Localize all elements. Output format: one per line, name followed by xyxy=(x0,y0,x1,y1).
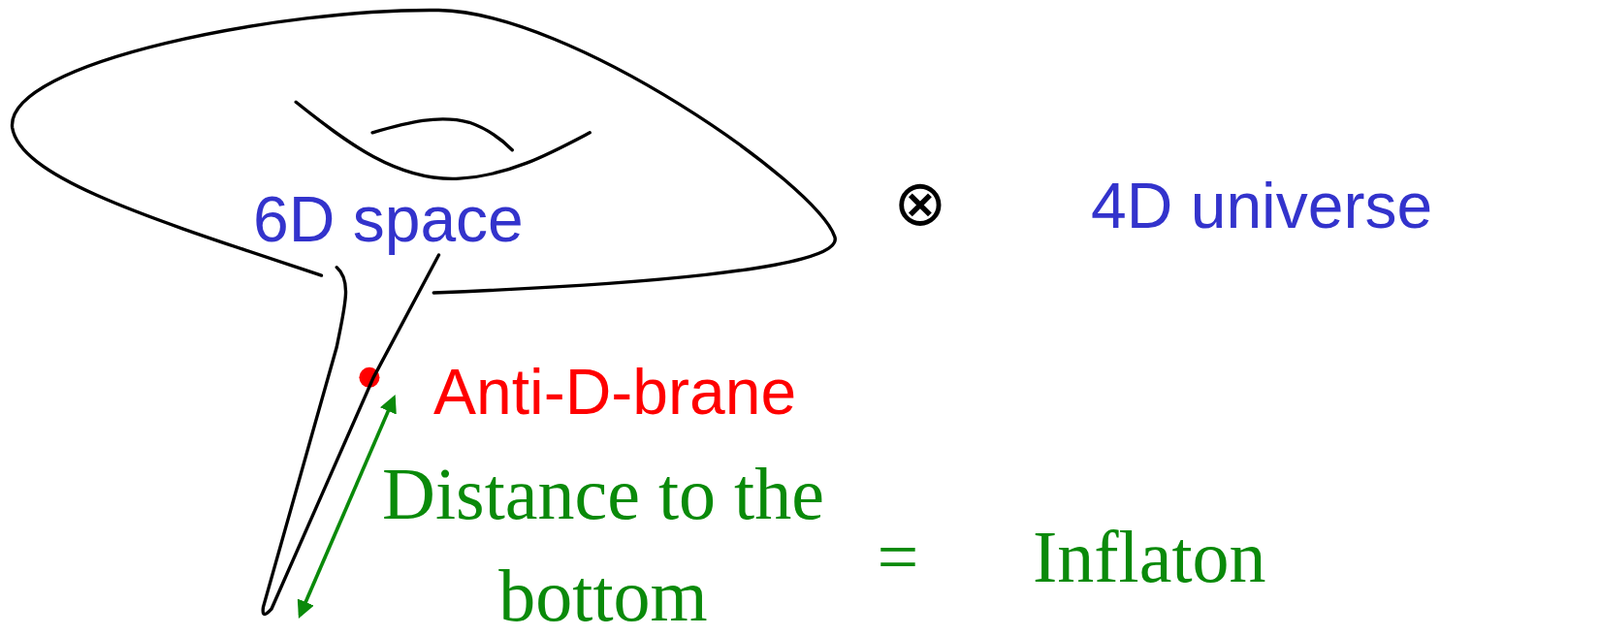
distance-label: Distance to the bottom xyxy=(375,443,832,636)
universe-label: 4D universe xyxy=(1090,173,1433,238)
outline-stroke xyxy=(295,101,590,179)
manifold-outline xyxy=(0,0,873,636)
outline-stroke xyxy=(372,119,512,151)
space-label: 6D space xyxy=(253,187,524,252)
outline-stroke xyxy=(11,9,835,293)
space-outline: 6D space xyxy=(0,0,873,636)
outline-stroke xyxy=(262,255,439,614)
tensor-symbol: ⊗ xyxy=(893,171,947,236)
inflaton-label: Inflaton xyxy=(1032,519,1267,594)
equals-sign: = xyxy=(877,519,920,594)
brane-label: Anti-D-brane xyxy=(433,359,797,424)
